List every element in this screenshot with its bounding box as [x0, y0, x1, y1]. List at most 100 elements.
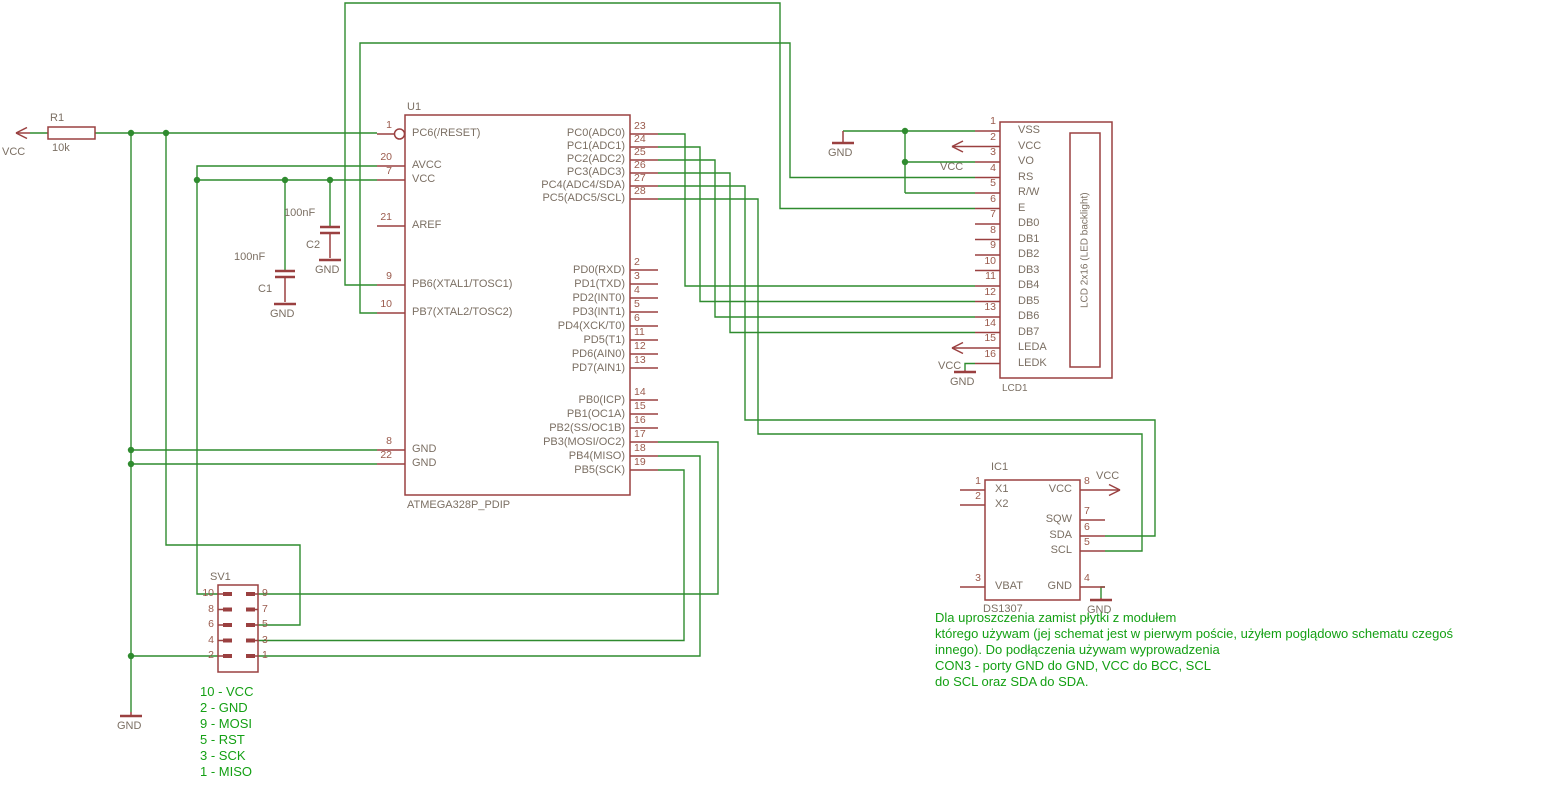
u1-pin-name: PC3(ADC3): [566, 166, 625, 178]
ic1-pin-name: X1: [995, 483, 1009, 495]
u1-pin-number: 18: [634, 442, 646, 454]
ic1-gnd-label: GND: [1087, 604, 1112, 616]
u1-right-pin-names-b: PD0(RXD)PD1(TXD)PD2(INT0)PD3(INT1)PD4(XC…: [495, 263, 625, 375]
note-line: innego). Do podłączenia używam wyprowadz…: [935, 642, 1220, 657]
c2-symbol: [319, 225, 341, 262]
u1-pin-number: 13: [634, 354, 646, 366]
sv1-pin-number: 9: [262, 587, 268, 599]
lcd-pin-name: LEDA: [1018, 341, 1047, 353]
u1-pin-name: PD6(AIN0): [571, 348, 625, 360]
sv1-legend-line: 2 - GND: [200, 700, 248, 715]
u1-pin-number: 14: [634, 386, 646, 398]
sv1-designator: SV1: [210, 571, 231, 583]
note-line: CON3 - porty GND do GND, VCC do BCC, SCL: [935, 658, 1211, 673]
ic1-pin-number: 8: [1084, 475, 1090, 487]
u1-pin-number: 23: [634, 120, 646, 132]
ic1-pin-name: X2: [995, 498, 1009, 510]
lcd-pin-name: VSS: [1018, 124, 1041, 136]
u1-pin-name: PC6(/RESET): [412, 127, 481, 139]
u1-pin-number: 16: [634, 414, 646, 426]
u1-pin-name: PD2(INT0): [572, 292, 625, 304]
vcc-arrow-r1: [15, 126, 30, 140]
ic1-pin-number: 5: [1084, 536, 1090, 548]
u1-pin-name: PB4(MISO): [568, 450, 625, 462]
u1-pin-number: 27: [634, 172, 646, 184]
lcd-ledk-gnd-label: GND: [950, 376, 975, 388]
u1-pin-number: 3: [634, 270, 640, 282]
lcd-pin-number: 4: [990, 161, 996, 174]
gnd-symbol-lcd-top: [832, 131, 854, 145]
u1-pin-number: 25: [634, 146, 646, 158]
lcd-pin-name: LEDK: [1018, 356, 1047, 369]
u1-pin-number: 24: [634, 133, 646, 145]
ic1-vcc-label: VCC: [1096, 470, 1120, 482]
r1-designator: R1: [50, 112, 65, 124]
lcd-pin-name: VO: [1018, 155, 1034, 167]
u1-pin-name: PB7(XTAL2/TOSC2): [412, 306, 513, 318]
u1-pin-name: PB3(MOSI/OC2): [543, 436, 625, 448]
lcd-pin-number: 7: [990, 208, 996, 220]
c1-gnd-label: GND: [270, 308, 295, 320]
c1-value: 100nF: [234, 251, 266, 263]
note-line: Dla uproszczenia zamist płytki z modułem: [935, 610, 1177, 625]
lcd-pin-number: 3: [990, 146, 996, 158]
lcd-pin-number: 10: [984, 254, 996, 267]
u1-pin-number: 7: [386, 165, 392, 177]
u1-pin-name: PC4(ADC4/SDA): [541, 179, 625, 191]
sv1-legend-line: 5 - RST: [200, 732, 245, 747]
ic1-pin-number: 1: [975, 475, 981, 487]
u1-pin-name: PB0(ICP): [578, 394, 625, 406]
u1-pin-name: PD5(T1): [583, 334, 625, 346]
sv1-pin-number: 7: [262, 602, 268, 615]
u1-pin-name: PC0(ADC0): [566, 127, 625, 139]
lcd-pin-name: VCC: [1018, 139, 1042, 152]
u1-pin-number: 5: [634, 298, 640, 310]
c2-designator: C2: [306, 239, 321, 251]
u1-pin-number: 4: [634, 284, 640, 296]
sv1-legend-line: 3 - SCK: [200, 748, 246, 763]
ic1-pin-number: 4: [1084, 572, 1090, 584]
lcd-display-area: [1069, 132, 1101, 368]
lcd-pin-name: RS: [1018, 170, 1034, 183]
lcd-pin-name: DB5: [1018, 294, 1040, 307]
u1-pin-number: 11: [634, 326, 645, 338]
sv1-pin-number: 1: [262, 649, 268, 661]
u1-pin-name: AVCC: [412, 159, 442, 171]
lcd-pin-number: 2: [990, 130, 996, 143]
u1-pin-number: 10: [380, 298, 392, 310]
u1-right-pin-names-c: PB0(ICP)PB1(OC1A)PB2(SS/OC1B)PB3(MOSI/OC…: [495, 393, 625, 477]
sv1-pin-number: 10: [202, 587, 214, 599]
lcd-display-label: LCD 2x16 (LED backlight): [1079, 192, 1091, 308]
note-line: którego używam (jej schemat jest w pierw…: [935, 626, 1454, 641]
gnd-bottom-label: GND: [117, 720, 142, 732]
lcd-pin-name: DB4: [1018, 279, 1040, 291]
sv1-pin-number: 6: [208, 618, 214, 630]
ic1-pin-name: SQW: [1045, 513, 1072, 525]
lcd-pin-number: 12: [984, 285, 996, 298]
u1-pin-name: GND: [412, 443, 437, 455]
c2-value: 100nF: [284, 207, 316, 219]
lcd-pin-name: R/W: [1018, 186, 1040, 198]
sv1-pin-number: 2: [208, 649, 214, 661]
u1-pin-number: 19: [634, 456, 646, 468]
r1-symbol: [47, 126, 96, 140]
u1-pin-number: 28: [634, 185, 646, 197]
gnd-symbol-bottom: [120, 712, 142, 718]
note-line: do SCL oraz SDA do SDA.: [935, 674, 1089, 689]
u1-pin-name: PB1(OC1A): [566, 408, 625, 420]
u1-pin-name: PC2(ADC2): [566, 153, 625, 165]
ic1-pin-name: GND: [1047, 580, 1072, 592]
u1-pin-number: 8: [386, 435, 392, 447]
lcd-pin-name: DB1: [1018, 232, 1040, 245]
sv1-legend-line: 10 - VCC: [200, 684, 254, 699]
ic1-pin-number: 3: [975, 572, 981, 584]
u1-pin-name: PB5(SCK): [574, 464, 625, 476]
u1-pin-name: PC5(ADC5/SCL): [542, 192, 625, 204]
u1-pin-number: 1: [386, 119, 392, 131]
c1-symbol: [274, 269, 296, 306]
u1-pin-name: PD4(XCK/T0): [557, 320, 625, 332]
lcd-pin-name: DB3: [1018, 263, 1040, 276]
